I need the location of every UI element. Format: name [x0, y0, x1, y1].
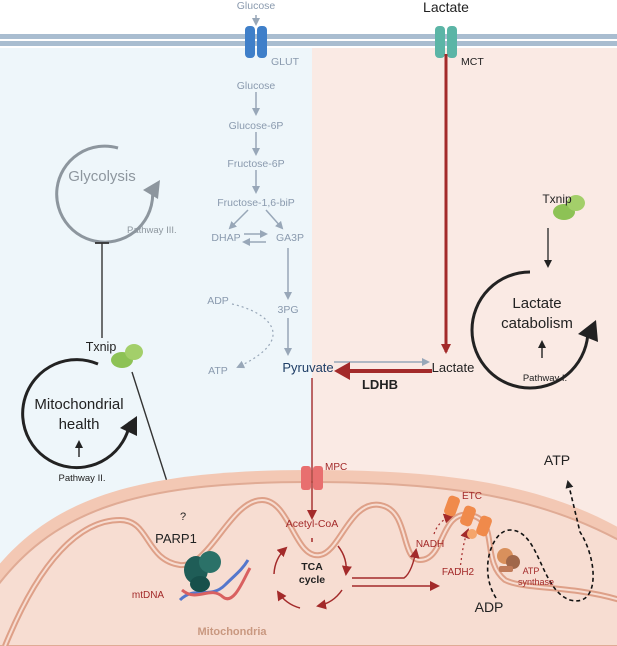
mitochondria-label: Mitochondria — [197, 626, 267, 638]
mito-health-label-line1: Mitochondrial — [34, 396, 124, 413]
mtdna-icon — [178, 559, 252, 602]
pathway1-label: Pathway I. — [522, 373, 568, 384]
adp-mito-label: ADP — [474, 599, 504, 615]
mito-health-cycle-arrow — [21, 358, 132, 470]
glucose-outside-label: Glucose — [236, 0, 276, 12]
glucose6p-label: Glucose-6P — [228, 120, 284, 132]
etc-label: ETC — [462, 491, 482, 502]
atp-mito-label: ATP — [543, 452, 571, 468]
mtdna-label: mtDNA — [131, 590, 165, 601]
atp-synthase-label-line2: synthase — [517, 577, 555, 587]
3pg-label: 3PG — [277, 304, 299, 316]
txnip-left-label: Txnip — [85, 340, 117, 354]
mct-transporter-icon — [435, 26, 457, 58]
parp1-icon — [184, 551, 221, 592]
lactate-catabolism-label-line1: Lactate — [512, 295, 562, 312]
mito-health-label-line2: health — [58, 416, 100, 433]
ldhb-arrowhead — [334, 362, 350, 380]
parp1-label: PARP1 — [155, 531, 197, 546]
adp-atp-synthase-arrow — [486, 480, 594, 602]
lactate-catabolism-label-line2: catabolism — [501, 315, 573, 332]
lactate-inside-label: Lactate — [431, 360, 475, 375]
mpc-transporter-icon — [301, 466, 323, 490]
txnip-left-icon — [111, 344, 143, 368]
fructose6p-label: Fructose-6P — [227, 158, 285, 170]
nadh-label: NADH — [415, 539, 445, 550]
txnip-right-icon — [553, 195, 585, 220]
glycolysis-label: Glycolysis — [68, 168, 136, 185]
nadh-etc-arrow — [433, 513, 454, 535]
glut-label: GLUT — [271, 56, 300, 68]
glut-transporter-icon — [245, 26, 267, 58]
glycolysis-cycle-arrow — [55, 144, 155, 244]
etc-complex-icon — [444, 495, 492, 539]
ga3p-label: GA3P — [275, 232, 305, 244]
question-mark-label: ? — [180, 511, 187, 523]
atp-glycolysis-label: ATP — [208, 365, 228, 377]
glucose-label: Glucose — [236, 80, 276, 92]
pyruvate-label: Pyruvate — [282, 360, 334, 375]
tca-nadh-arrow — [352, 548, 420, 579]
lactate-catabolism-cycle-arrow — [470, 270, 590, 390]
tca-label-line1: TCA — [301, 561, 323, 573]
mpc-label: MPC — [325, 462, 348, 473]
glycolysis-arrows — [228, 15, 430, 366]
tca-label-line2: cycle — [298, 574, 326, 586]
atp-synthase-label-line1: ATP — [522, 566, 540, 576]
plasma-membrane — [0, 34, 617, 46]
mct-label: MCT — [461, 56, 484, 68]
txnip-right-label: Txnip — [542, 192, 572, 206]
acetylcoa-label: Acetyl-CoA — [285, 518, 339, 530]
atp-synthase-icon — [497, 548, 520, 572]
adp-glycolysis-label: ADP — [207, 295, 229, 307]
ldhb-label: LDHB — [361, 377, 399, 392]
pathway3-label: Pathway III. — [127, 225, 177, 236]
dhap-label: DHAP — [211, 232, 241, 244]
fructose16bip-label: Fructose-1,6-biP — [217, 197, 295, 209]
tca-cycle-arrows — [273, 538, 352, 610]
pathway2-label: Pathway II. — [58, 473, 106, 484]
lactate-outside-label: Lactate — [423, 0, 469, 15]
fadh2-label: FADH2 — [441, 567, 475, 578]
